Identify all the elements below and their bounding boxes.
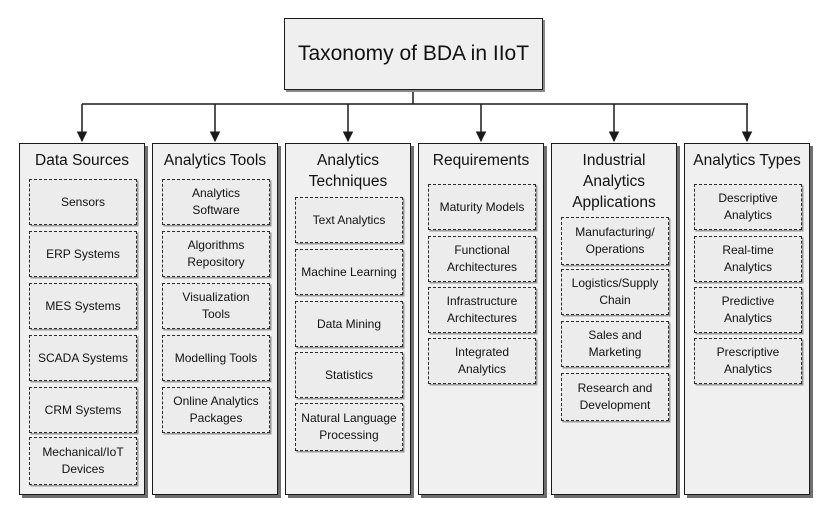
category-item: Integrated Analytics xyxy=(428,338,536,384)
category-item: Mechanical/IoT Devices xyxy=(29,437,137,485)
category-title: Analytics Types xyxy=(693,152,801,169)
category-item: Predictive Analytics xyxy=(694,287,802,333)
category-item: Logistics/Supply Chain xyxy=(561,269,669,315)
category-title: Analytics Techniques xyxy=(308,152,388,190)
category-title: Data Sources xyxy=(35,152,129,169)
category-item: MES Systems xyxy=(29,283,137,329)
category-item: CRM Systems xyxy=(29,387,137,433)
category-item: Infrastructure Architectures xyxy=(428,287,536,333)
category-item: Statistics xyxy=(295,352,403,398)
category-item: Algorithms Repository xyxy=(162,231,270,277)
category-item: Descriptive Analytics xyxy=(694,184,802,230)
root-node: Taxonomy of BDA in IIoT xyxy=(284,18,543,90)
category-item: Sales and Marketing xyxy=(561,321,669,367)
category-item: Prescriptive Analytics xyxy=(694,338,802,384)
category-item: Research and Development xyxy=(561,373,669,421)
category-item: SCADA Systems xyxy=(29,335,137,381)
category-item: Manufacturing/ Operations xyxy=(561,217,669,265)
category-item: Functional Architectures xyxy=(428,236,536,282)
root-title: Taxonomy of BDA in IIoT xyxy=(297,42,530,65)
category-title: Analytics Tools xyxy=(163,152,267,169)
category-item: Online Analytics Packages xyxy=(162,387,270,433)
category-title: Industrial Analytics Applications xyxy=(572,152,656,211)
category-item: Data Mining xyxy=(295,301,403,347)
category-item: Maturity Models xyxy=(428,184,536,230)
category-item: Sensors xyxy=(29,179,137,225)
category-item: ERP Systems xyxy=(29,231,137,277)
category-item: Visualization Tools xyxy=(162,283,270,329)
category-item: Modelling Tools xyxy=(162,335,270,381)
category-item: Natural Language Processing xyxy=(295,403,403,451)
category-item: Machine Learning xyxy=(295,249,403,295)
category-item: Analytics Software xyxy=(162,179,270,225)
category-item: Text Analytics xyxy=(295,197,403,243)
category-item: Real-time Analytics xyxy=(694,236,802,282)
category-title: Requirements xyxy=(432,152,530,169)
